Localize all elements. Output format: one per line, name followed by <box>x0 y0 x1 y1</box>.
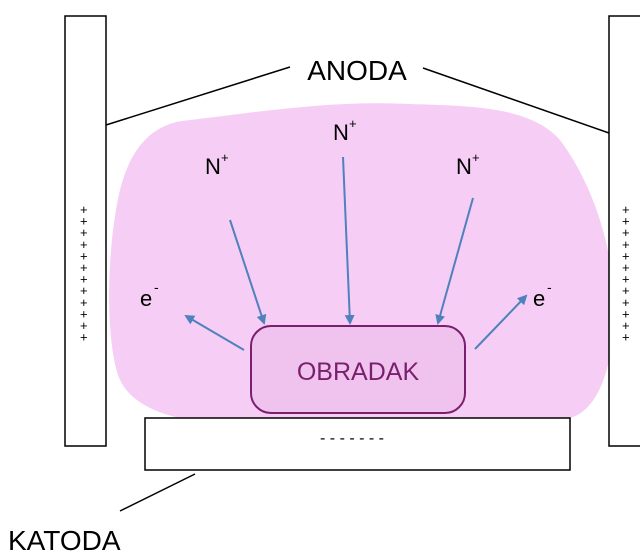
anode-left-plus-12: + <box>80 330 88 345</box>
anode-right-plus-9: + <box>622 295 630 310</box>
anode-left-plus-7: + <box>80 272 88 287</box>
electron-arrow-right <box>474 294 528 350</box>
ion-charge: + <box>472 150 480 165</box>
anode-left-plus-3: + <box>80 225 88 240</box>
electron-arrow-left <box>184 314 245 351</box>
ion-label-left: N + <box>205 150 229 179</box>
anode-right-plus-signs: ++++++++++++ <box>622 202 630 345</box>
ion-symbol: N <box>333 120 349 145</box>
anode-leader-right <box>422 67 610 134</box>
electron-symbol: e <box>533 286 545 311</box>
ion-symbol: N <box>205 154 221 179</box>
anode-left-plus-8: + <box>80 283 88 298</box>
ion-arrow-left <box>229 219 267 325</box>
ion-arrow-right <box>435 197 474 325</box>
anode-left-plus-4: + <box>80 237 88 252</box>
anode-label: ANODA <box>307 55 407 86</box>
ion-label-right: N + <box>456 150 480 179</box>
ion-symbol: N <box>456 154 472 179</box>
anode-right-plus-2: + <box>622 214 630 229</box>
workpiece <box>250 325 466 414</box>
anode-left-plus-11: + <box>80 318 88 333</box>
cathode-leader <box>119 473 196 512</box>
anode-plate-left <box>64 15 107 447</box>
anode-plate-right <box>608 15 640 447</box>
anode-right-plus-1: + <box>622 202 630 217</box>
anode-right-plus-12: + <box>622 330 630 345</box>
anode-left-plus-1: + <box>80 202 88 217</box>
anode-leader-left <box>105 66 291 126</box>
anode-right-plus-7: + <box>622 272 630 287</box>
anode-right-plus-4: + <box>622 237 630 252</box>
electron-label-right: e - <box>533 279 552 311</box>
anode-right-plus-8: + <box>622 283 630 298</box>
ion-charge: + <box>221 150 229 165</box>
cathode-plate <box>144 417 571 471</box>
anode-right-plus-3: + <box>622 225 630 240</box>
electron-label-left: e - <box>140 279 159 311</box>
ion-label-center: N + <box>333 116 357 145</box>
anode-left-plus-6: + <box>80 260 88 275</box>
anode-right-plus-6: + <box>622 260 630 275</box>
anode-left-plus-9: + <box>80 295 88 310</box>
electron-charge: - <box>547 279 552 295</box>
electron-charge: - <box>154 279 159 295</box>
electron-symbol: e <box>140 286 152 311</box>
anode-right-plus-11: + <box>622 318 630 333</box>
cathode-label: KATODA <box>8 525 121 556</box>
ion-arrow-center <box>342 156 355 325</box>
anode-right-plus-5: + <box>622 248 630 263</box>
anode-left-plus-signs: ++++++++++++ <box>80 202 88 345</box>
ion-charge: + <box>349 116 357 131</box>
anode-right-plus-10: + <box>622 306 630 321</box>
workpiece-label: OBRADAK <box>297 358 420 386</box>
anode-left-plus-5: + <box>80 248 88 263</box>
cathode-charge-text: - - - - - - - <box>320 430 384 447</box>
anode-left-plus-2: + <box>80 214 88 229</box>
anode-left-plus-10: + <box>80 306 88 321</box>
